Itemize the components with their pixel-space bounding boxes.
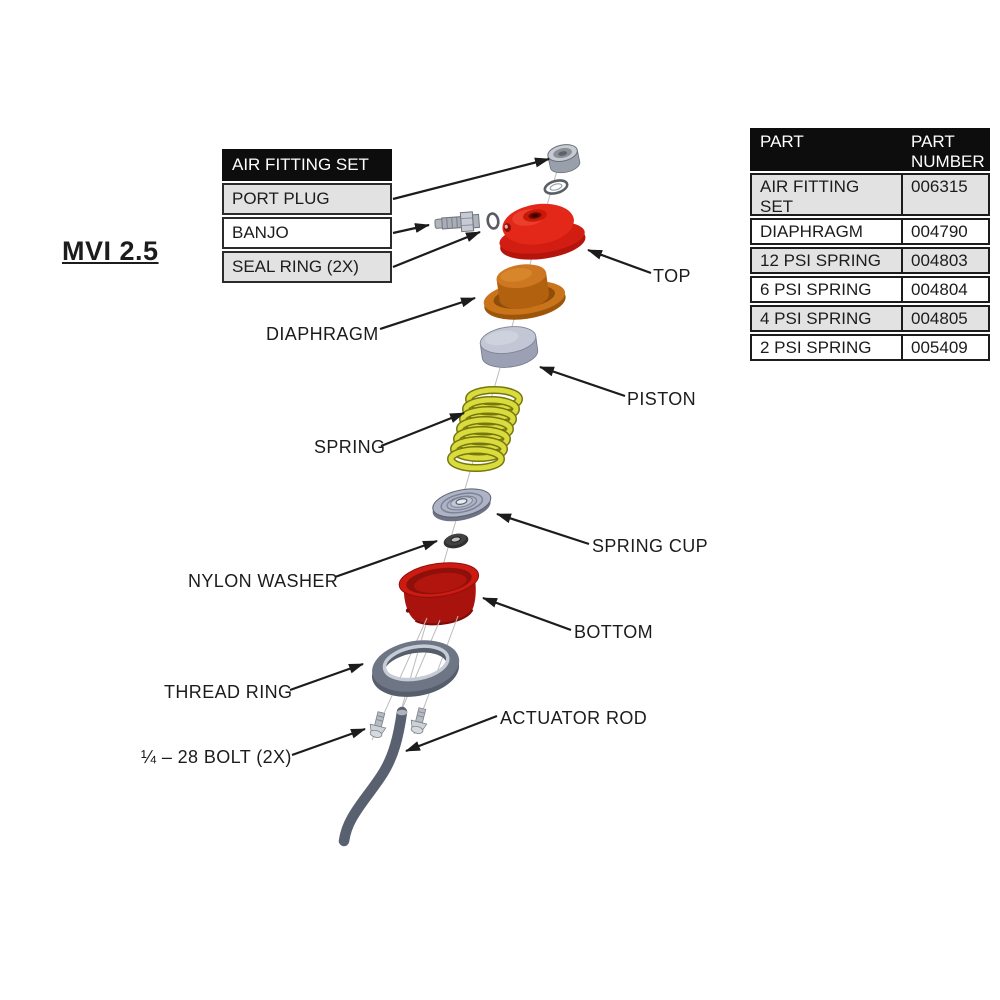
actuator-rod-part [338,706,408,847]
port-plug-leader-line [392,157,550,201]
piston-leader-line [539,365,626,398]
bottom-label: BOTTOM [574,622,653,642]
banjo-fitting-part [434,211,480,233]
table-row: AIR FITTING SET 006315 [750,173,990,216]
air-fitting-set-box: AIR FITTING SET PORT PLUG BANJO SEAL RIN… [222,149,392,285]
parts-table-header-row: PART PART NUMBER [750,128,990,171]
table-row: 4 PSI SPRING 004805 [750,305,990,332]
part-name: 12 PSI SPRING [752,249,903,272]
top-label: TOP [653,266,691,286]
diaphragm-leader-line [379,296,476,331]
top-housing-part [499,203,586,260]
seal-ring-leader-line [392,230,481,269]
nylon-washer-leader-line [334,539,438,579]
piston-part [479,326,539,368]
thread-ring-leader-line [289,662,364,692]
parts-table: PART PART NUMBER AIR FITTING SET 006315 … [750,128,990,363]
table-row: 12 PSI SPRING 004803 [750,247,990,274]
part-name: AIR FITTING SET [760,177,860,216]
seal-ring-banjo-part [486,212,500,230]
spring-label: SPRING [314,437,385,457]
bolt-label: ¼ – 28 BOLT (2X) [141,747,292,767]
diaphragm-part [483,264,566,320]
part-name: 2 PSI SPRING [752,336,903,359]
model-label: MVI 2.5 [62,236,159,266]
fitting-box-row-seal-ring: SEAL RING (2X) [222,251,392,283]
bottom-leader-line [482,596,572,632]
actuator-rod-label: ACTUATOR ROD [500,708,647,728]
part-number: 004803 [911,251,968,270]
part-number: 004790 [911,222,968,241]
top-leader-line [587,248,652,275]
fitting-box-header: AIR FITTING SET [222,149,392,181]
bolt-right-part [410,707,428,734]
spring-leader-line [380,411,465,448]
bottom-housing-part [398,562,480,626]
seal-ring-top-part [543,179,569,195]
parts-table-header-part: PART [752,130,903,169]
actuator-rod-leader-line [405,714,498,753]
thread-ring-label: THREAD RING [164,682,292,702]
part-number: 004805 [911,309,968,328]
table-row: DIAPHRAGM 004790 [750,218,990,245]
table-row: 6 PSI SPRING 004804 [750,276,990,303]
nylon-washer-label: NYLON WASHER [188,571,338,591]
piston-label: PISTON [627,389,696,409]
banjo-leader-line [392,223,430,235]
rod-axis-line [398,619,441,717]
parts-table-header-number: PART NUMBER [911,132,985,171]
fitting-box-row-port-plug: PORT PLUG [222,183,392,215]
spring-cup-leader-line [496,512,590,546]
part-number: 004804 [911,280,968,299]
thread-ring-part [371,640,460,697]
bolt-leader-line [291,727,366,757]
spring-cup-part [432,488,492,522]
part-number: 005409 [911,338,968,357]
part-name: 4 PSI SPRING [752,307,903,330]
port-plug-part [547,144,581,174]
table-row: 2 PSI SPRING 005409 [750,334,990,361]
spring-cup-label: SPRING CUP [592,536,708,556]
fitting-box-row-banjo: BANJO [222,217,392,249]
part-name: DIAPHRAGM [752,220,903,243]
part-number: 006315 [911,177,968,196]
diaphragm-label: DIAPHRAGM [266,324,379,344]
spring-part [447,386,523,472]
bolt-left-part [369,711,387,738]
nylon-washer-part [443,533,469,549]
part-name: 6 PSI SPRING [752,278,903,301]
